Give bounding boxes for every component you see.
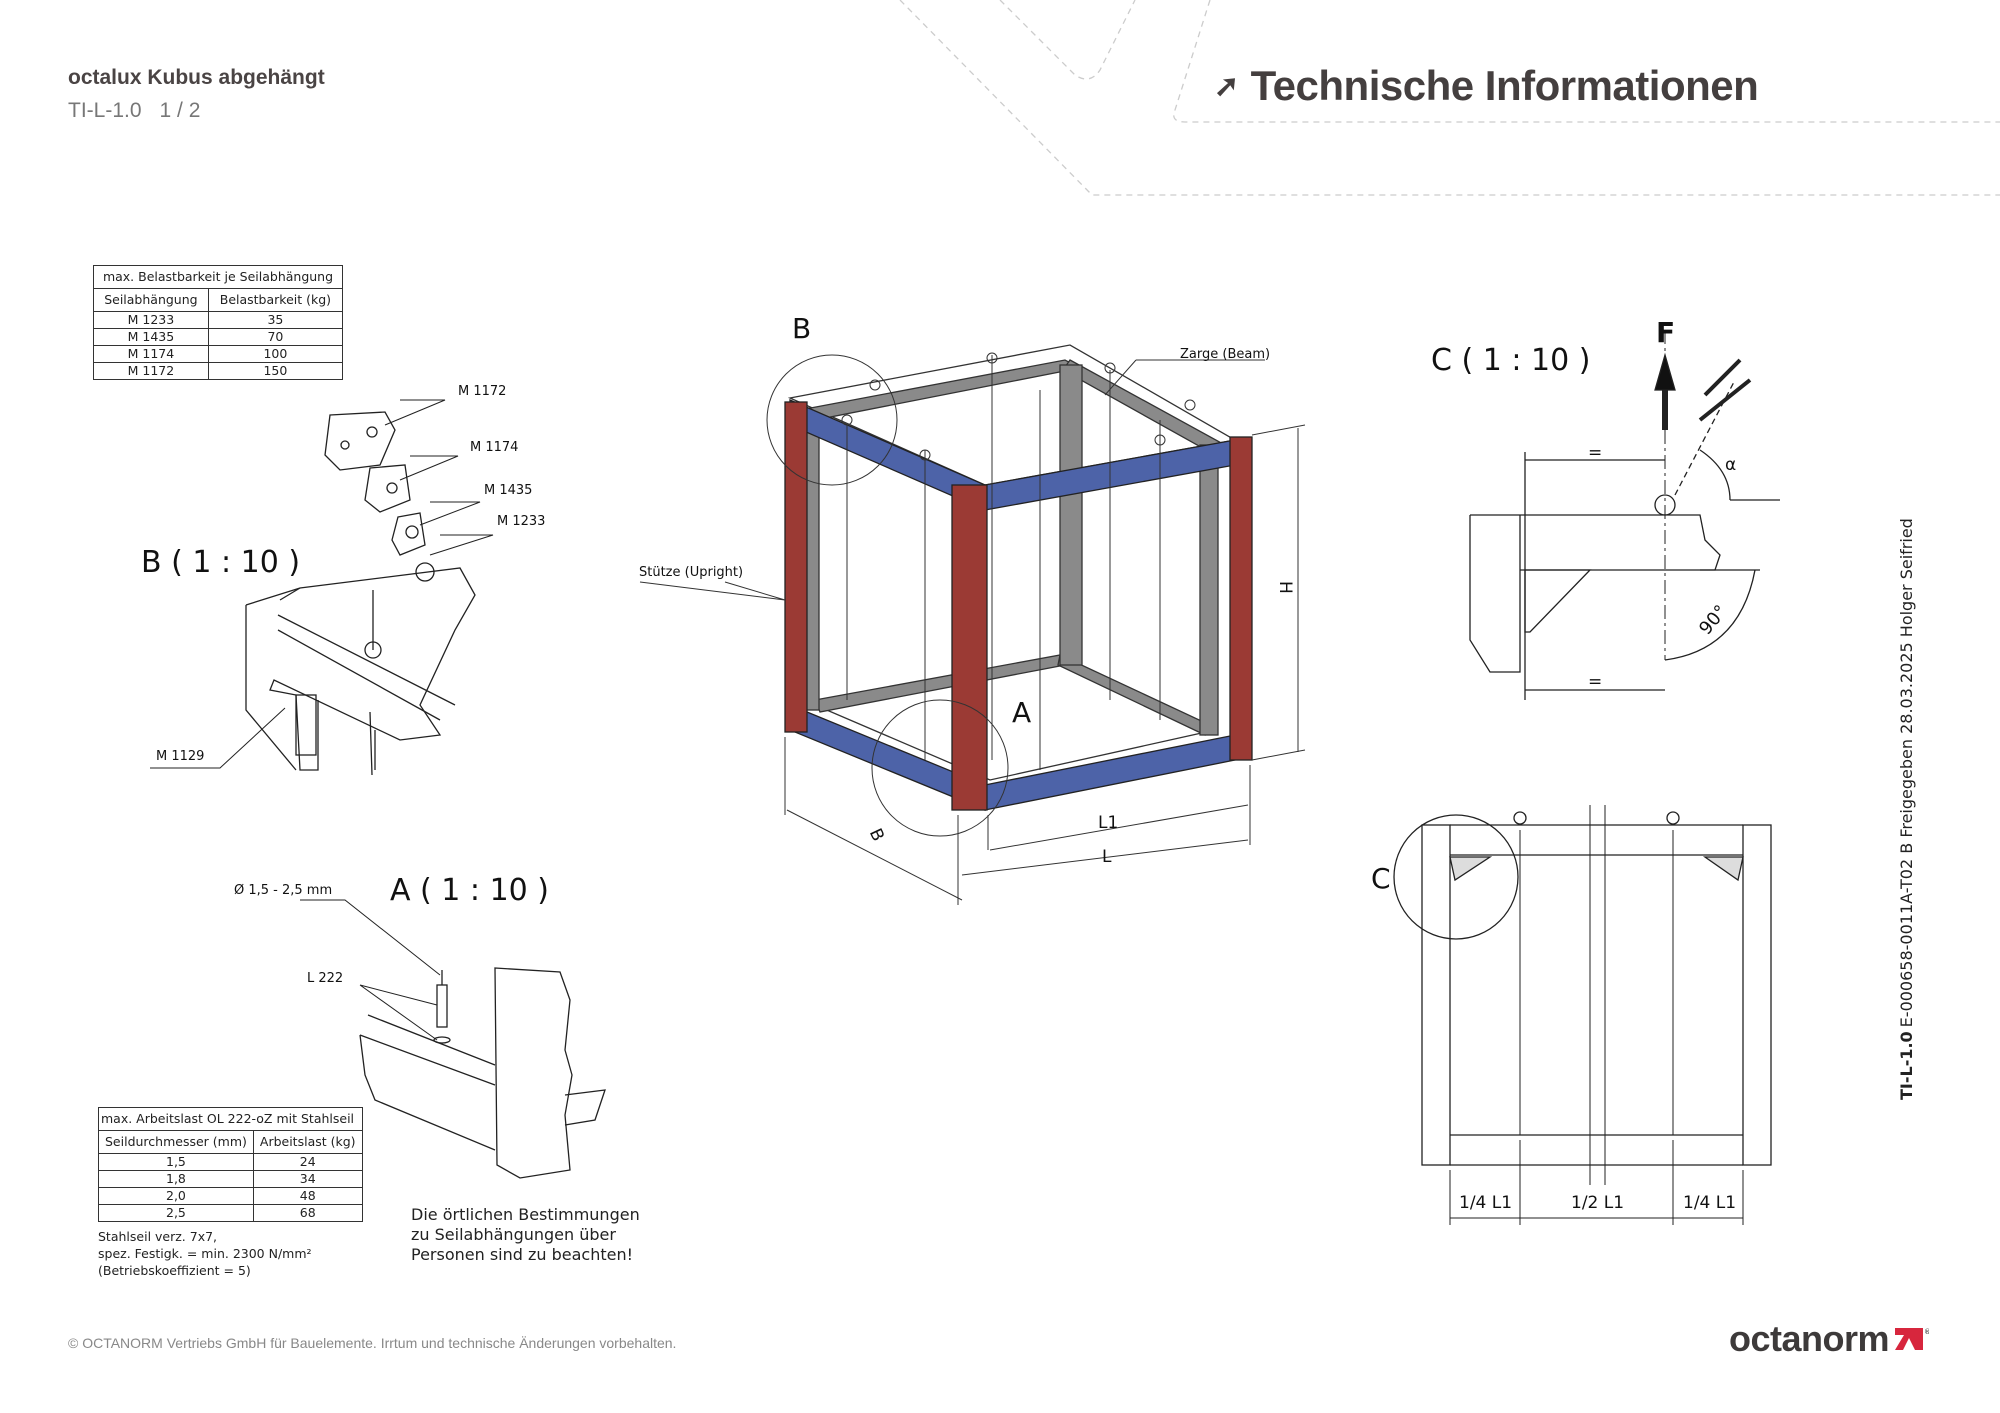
plate-m1174 bbox=[364, 464, 411, 513]
label-l222: L 222 bbox=[307, 971, 343, 986]
footer-copyright: © OCTANORM Vertriebs GmbH für Bauelement… bbox=[68, 1335, 677, 1351]
doc-code: TI-L-1.0 bbox=[68, 99, 142, 122]
arrow-up-right-icon: ➚ bbox=[1214, 69, 1239, 103]
cube-drawing bbox=[639, 344, 1306, 905]
stamp-text: E-000658-0011A-T02 B Freigegeben 28.03.2… bbox=[1897, 518, 1916, 1028]
dim-b: B bbox=[865, 826, 888, 845]
table-caption: max. Arbeitslast OL 222-oZ mit Stahlseil bbox=[98, 1107, 363, 1131]
detail-c-marker bbox=[1393, 814, 1519, 940]
angle-90-label: 90° bbox=[1695, 601, 1732, 639]
cell: 24 bbox=[252, 1153, 363, 1171]
cell: 35 bbox=[207, 311, 344, 329]
warning-line: zu Seilabhängungen über bbox=[411, 1225, 616, 1244]
cell: 150 bbox=[207, 362, 344, 380]
label-diameter: Ø 1,5 - 2,5 mm bbox=[234, 883, 332, 898]
cell: M 1233 bbox=[93, 311, 209, 329]
beam-profiles bbox=[789, 399, 1236, 811]
column-header: Seildurchmesser (mm) bbox=[98, 1130, 254, 1154]
logo-text: octanorm bbox=[1729, 1318, 1890, 1359]
note-line: spez. Festigk. = min. 2300 N/mm² bbox=[98, 1246, 312, 1261]
cell: 1,5 bbox=[98, 1153, 254, 1171]
cell: 48 bbox=[252, 1187, 363, 1205]
cell: M 1174 bbox=[93, 345, 209, 363]
upright-profiles bbox=[784, 401, 1253, 811]
header-decoration bbox=[899, 0, 2000, 196]
detail-b-drawing bbox=[150, 399, 494, 776]
view-c-label: C bbox=[1371, 862, 1391, 895]
detail-a-title: A ( 1 : 10 ) bbox=[390, 873, 549, 908]
detail-b-title: B ( 1 : 10 ) bbox=[141, 545, 300, 580]
detail-a-drawing bbox=[300, 899, 606, 1179]
label-m1172: M 1172 bbox=[458, 384, 506, 399]
cell: 1,8 bbox=[98, 1170, 254, 1188]
equal-top: = bbox=[1588, 443, 1602, 463]
section-title-text: Technische Informationen bbox=[1250, 62, 1759, 109]
octanorm-mark-icon: ® bbox=[1895, 1328, 1929, 1350]
octanorm-logo: octanorm ® bbox=[1729, 1318, 1929, 1360]
label-m1233: M 1233 bbox=[497, 514, 545, 529]
cell: 2,0 bbox=[98, 1187, 254, 1205]
view-c-drawing bbox=[1393, 805, 1772, 1225]
dim-l: L bbox=[1102, 847, 1112, 867]
cell: 70 bbox=[207, 328, 344, 346]
cube-label-a: A bbox=[1012, 696, 1031, 729]
cell: M 1435 bbox=[93, 328, 209, 346]
alpha-label: α bbox=[1725, 455, 1736, 475]
label-beam: Zarge (Beam) bbox=[1180, 347, 1270, 362]
dim-quarter-l1-right: 1/4 L1 bbox=[1683, 1193, 1736, 1213]
svg-text:®: ® bbox=[1924, 1328, 1929, 1336]
label-upright: Stütze (Upright) bbox=[639, 565, 743, 580]
document-code: TI-L-1.0 1 / 2 bbox=[68, 99, 218, 123]
plate-m1435 bbox=[391, 512, 426, 556]
label-m1129: M 1129 bbox=[156, 749, 204, 764]
dim-quarter-l1-left: 1/4 L1 bbox=[1459, 1193, 1512, 1213]
label-m1174: M 1174 bbox=[470, 440, 518, 455]
detail-a-marker bbox=[871, 699, 1009, 837]
plate-m1172 bbox=[324, 411, 396, 471]
cube-label-b: B bbox=[792, 312, 811, 345]
stamp-code: TI-L-1.0 bbox=[1897, 1031, 1916, 1100]
label-m1435: M 1435 bbox=[484, 483, 532, 498]
dim-h: H bbox=[1275, 581, 1295, 594]
column-header: Belastbarkeit (kg) bbox=[207, 288, 344, 312]
note-line: Stahlseil verz. 7x7, bbox=[98, 1229, 218, 1244]
detail-c-drawing bbox=[1469, 330, 1780, 700]
table-caption: max. Belastbarkeit je Seilabhängung bbox=[93, 265, 343, 289]
dim-l1: L1 bbox=[1098, 813, 1118, 833]
cell: 34 bbox=[252, 1170, 363, 1188]
dim-half-l1: 1/2 L1 bbox=[1571, 1193, 1624, 1213]
document-title: octalux Kubus abgehängt bbox=[68, 66, 325, 89]
steel-cable-notes: Stahlseil verz. 7x7, spez. Festigk. = mi… bbox=[98, 1228, 312, 1279]
cell: 100 bbox=[207, 345, 344, 363]
page-number: 1 / 2 bbox=[159, 99, 201, 122]
column-header: Seilabhängung bbox=[93, 288, 209, 312]
equal-bottom: = bbox=[1588, 672, 1602, 692]
detail-b-marker bbox=[766, 354, 898, 486]
warning-line: Personen sind zu beachten! bbox=[411, 1245, 634, 1264]
cell: 68 bbox=[252, 1204, 363, 1222]
note-line: (Betriebskoeffizient = 5) bbox=[98, 1263, 251, 1278]
cell: M 1172 bbox=[93, 362, 209, 380]
detail-c-title: C ( 1 : 10 ) bbox=[1431, 343, 1590, 378]
safety-warning: Die örtlichen Bestimmungen zu Seilabhäng… bbox=[411, 1205, 640, 1265]
working-load-table: max. Arbeitslast OL 222-oZ mit Stahlseil… bbox=[98, 1107, 363, 1222]
force-label: F bbox=[1656, 316, 1675, 349]
section-title: ➚ Technische Informationen bbox=[1214, 62, 1759, 110]
release-stamp: TI-L-1.0 E-000658-0011A-T02 B Freigegeben… bbox=[1897, 518, 1916, 1100]
cell: 2,5 bbox=[98, 1204, 254, 1222]
load-capacity-table: max. Belastbarkeit je Seilabhängung Seil… bbox=[93, 265, 344, 380]
column-header: Arbeitslast (kg) bbox=[252, 1130, 363, 1154]
warning-line: Die örtlichen Bestimmungen bbox=[411, 1205, 640, 1224]
